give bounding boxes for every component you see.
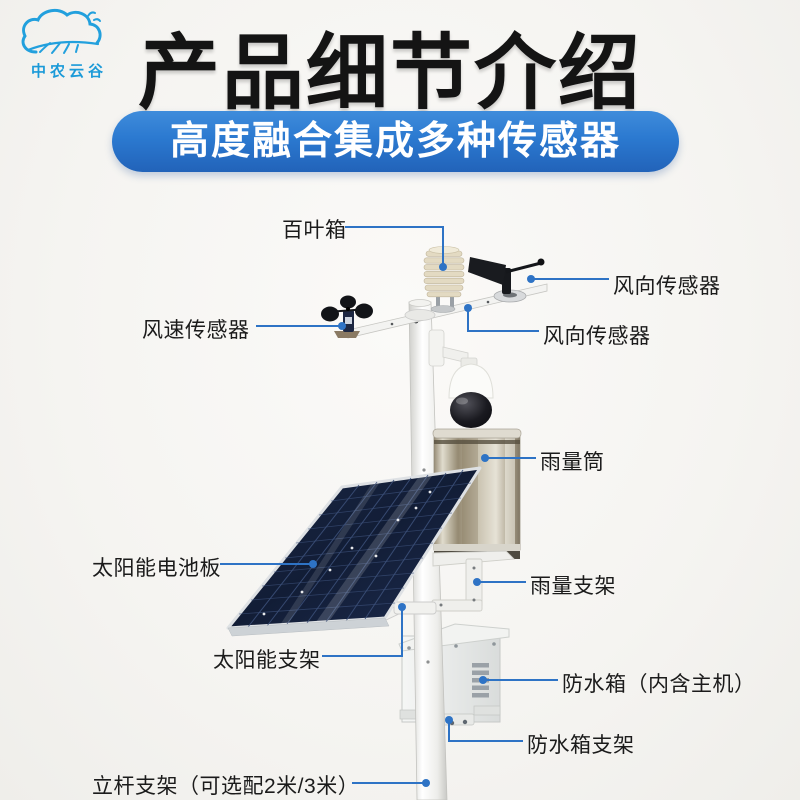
leader-lines: [220, 226, 609, 784]
brand-name: 中农云谷: [30, 63, 107, 80]
cloud-farm-field-icon: [21, 8, 102, 54]
callout-waterproof-box-bracket: 防水箱支架: [527, 734, 635, 757]
leader-dots: [309, 263, 535, 787]
callout-wind-direction-sensor-top: 风向传感器: [613, 275, 721, 298]
callout-louver-box: 百叶箱: [282, 219, 347, 242]
leader-solar-bracket: [322, 609, 403, 657]
brand-logo: 中农云谷: [14, 6, 124, 81]
solar-panel-illustration: [226, 466, 482, 637]
callout-wind-speed-sensor: 风速传感器: [142, 319, 250, 342]
callout-rain-gauge: 雨量筒: [540, 451, 605, 474]
wind-vane-illustration: [468, 257, 545, 303]
leader-wind-direction-mid: [467, 309, 539, 332]
subtitle-banner: 高度融合集成多种传感器: [112, 111, 679, 172]
callout-waterproof-box: 防水箱（内含主机）: [562, 673, 756, 696]
callout-wind-direction-sensor-mid: 风向传感器: [543, 325, 651, 348]
leader-waterproof-bracket: [448, 722, 523, 742]
page-title: 产品细节介绍: [137, 28, 642, 119]
callout-pole-bracket: 立杆支架（可选配2米/3米）: [92, 775, 360, 798]
rain-gauge-illustration: [432, 428, 522, 559]
leader-louver-box: [345, 226, 444, 266]
dome-camera-illustration: [428, 329, 494, 428]
callout-solar-panel-bracket: 太阳能支架: [213, 649, 321, 672]
callout-rain-gauge-bracket: 雨量支架: [530, 575, 616, 598]
callout-solar-panel: 太阳能电池板: [92, 557, 221, 580]
